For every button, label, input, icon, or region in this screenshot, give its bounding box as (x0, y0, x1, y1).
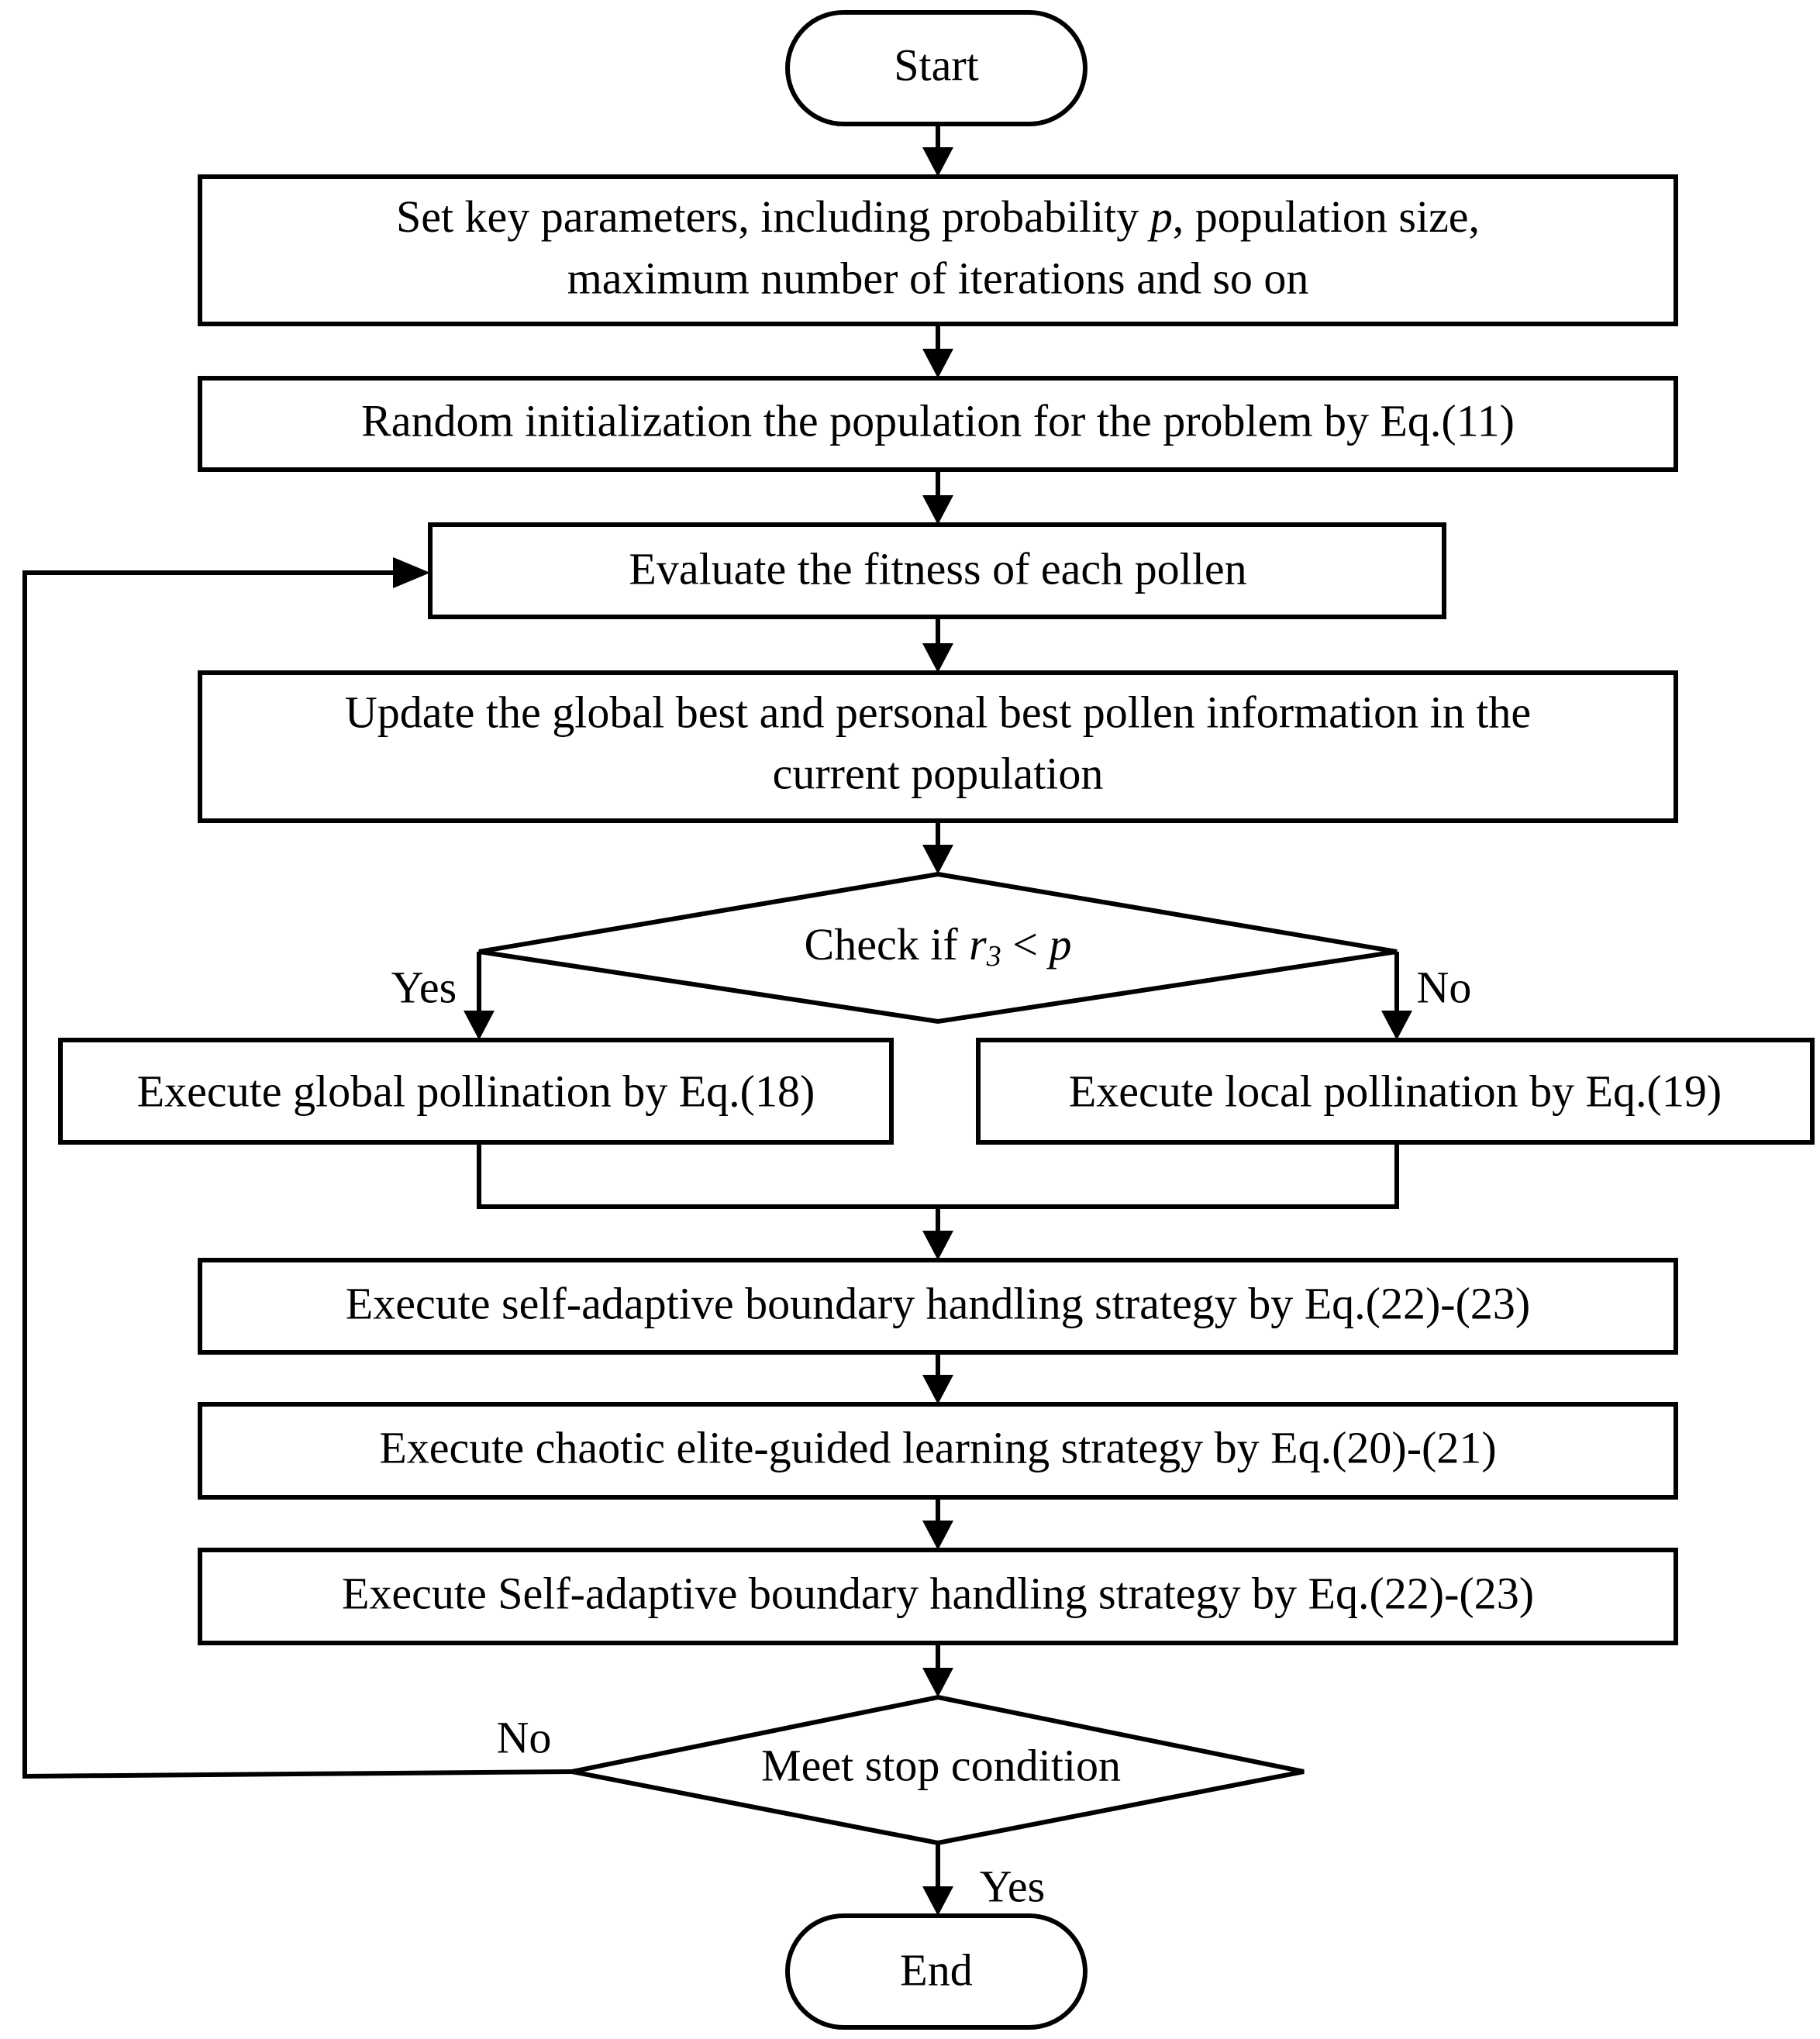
check-var-r: r (969, 919, 987, 970)
check-operator: < (1001, 919, 1050, 970)
set-params-text-b: , population size, (1173, 191, 1480, 242)
local-pollination-box: Execute local pollination by Eq.(19) (976, 1038, 1815, 1145)
stop-label: Meet stop condition (761, 1740, 1121, 1790)
random-init-box: Random initialization the population for… (198, 376, 1678, 472)
update-best-shape (198, 670, 1678, 823)
start-shape (785, 10, 1088, 126)
stop-yes-label: Yes (980, 1861, 1045, 1911)
chaotic-box: Execute chaotic elite-guided learning st… (198, 1402, 1678, 1500)
local-pollination-label: Execute local pollination by Eq.(19) (1069, 1066, 1722, 1116)
update-best-box: Update the global best and personal best… (198, 670, 1678, 823)
set-params-line-1: Set key parameters, including probabilit… (396, 191, 1480, 242)
edge-merge-branches (477, 1142, 1399, 1209)
update-best-line-2: current population (773, 748, 1104, 798)
boundary-1-label: Execute self-adaptive boundary handling … (346, 1278, 1530, 1328)
check-subscript: 3 (986, 940, 1001, 973)
end-label: End (900, 1944, 972, 1995)
arrowhead-chaotic (922, 1375, 953, 1404)
random-init-label: Random initialization the population for… (361, 395, 1515, 446)
arrowhead-boundary-1 (922, 1231, 953, 1260)
stop-decision: Meet stop condition (571, 1694, 1305, 1846)
connectors (22, 124, 1399, 1893)
arrowhead-random-init (922, 349, 953, 378)
check-var-p: p (1046, 919, 1071, 970)
start-label: Start (894, 40, 979, 90)
check-no-label: No (1417, 962, 1472, 1012)
boundary-2-box: Execute Self-adaptive boundary handling … (198, 1548, 1678, 1645)
arrowhead-check (922, 845, 953, 874)
boundary-2-label: Execute Self-adaptive boundary handling … (342, 1568, 1534, 1618)
check-yes-label: Yes (391, 962, 457, 1012)
chaotic-label: Execute chaotic elite-guided learning st… (379, 1422, 1496, 1472)
arrowhead-global (464, 1011, 495, 1040)
check-shape (478, 871, 1398, 1025)
boundary-1-box: Execute self-adaptive boundary handling … (198, 1258, 1678, 1355)
update-best-line-1: Update the global best and personal best… (345, 687, 1531, 737)
arrowhead-end (922, 1886, 953, 1916)
check-prefix: Check if (805, 919, 970, 970)
check-label: Check if r3 < p (805, 919, 1072, 972)
evaluate-box: Evaluate the fitness of each pollen (428, 522, 1446, 619)
stop-no-label: No (497, 1712, 552, 1762)
arrowhead-stop (922, 1668, 953, 1697)
arrowheads (393, 147, 1412, 1916)
arrowhead-evaluate-top (922, 495, 953, 525)
global-pollination-label: Execute global pollination by Eq.(18) (137, 1066, 815, 1116)
local-pollination-shape (976, 1038, 1815, 1145)
boundary-1-shape (198, 1258, 1678, 1355)
arrowhead-boundary-2 (922, 1521, 953, 1550)
end-shape (785, 1913, 1088, 2030)
evaluate-label: Evaluate the fitness of each pollen (629, 543, 1246, 594)
arrowhead-update (922, 643, 953, 673)
arrowhead-set-params (922, 147, 953, 177)
chaotic-shape (198, 1402, 1678, 1500)
set-params-var-p: p (1147, 191, 1173, 242)
set-params-text-a: Set key parameters, including probabilit… (396, 191, 1150, 242)
end-terminal: End (785, 1913, 1088, 2030)
edge-stop-no-loop-back (22, 570, 573, 1779)
check-decision: Check if r3 < p (478, 871, 1398, 1025)
start-terminal: Start (785, 10, 1088, 126)
global-pollination-box: Execute global pollination by Eq.(18) (58, 1038, 894, 1145)
arrowhead-local (1381, 1011, 1412, 1040)
set-params-line-2: maximum number of iterations and so on (567, 253, 1309, 303)
global-pollination-shape (58, 1038, 894, 1145)
boundary-2-shape (198, 1548, 1678, 1645)
set-params-shape (198, 174, 1678, 326)
stop-shape (571, 1694, 1305, 1846)
set-params-box: Set key parameters, including probabilit… (198, 174, 1678, 326)
random-init-shape (198, 376, 1678, 472)
arrowhead-evaluate-loop (393, 557, 430, 588)
evaluate-shape (428, 522, 1446, 619)
